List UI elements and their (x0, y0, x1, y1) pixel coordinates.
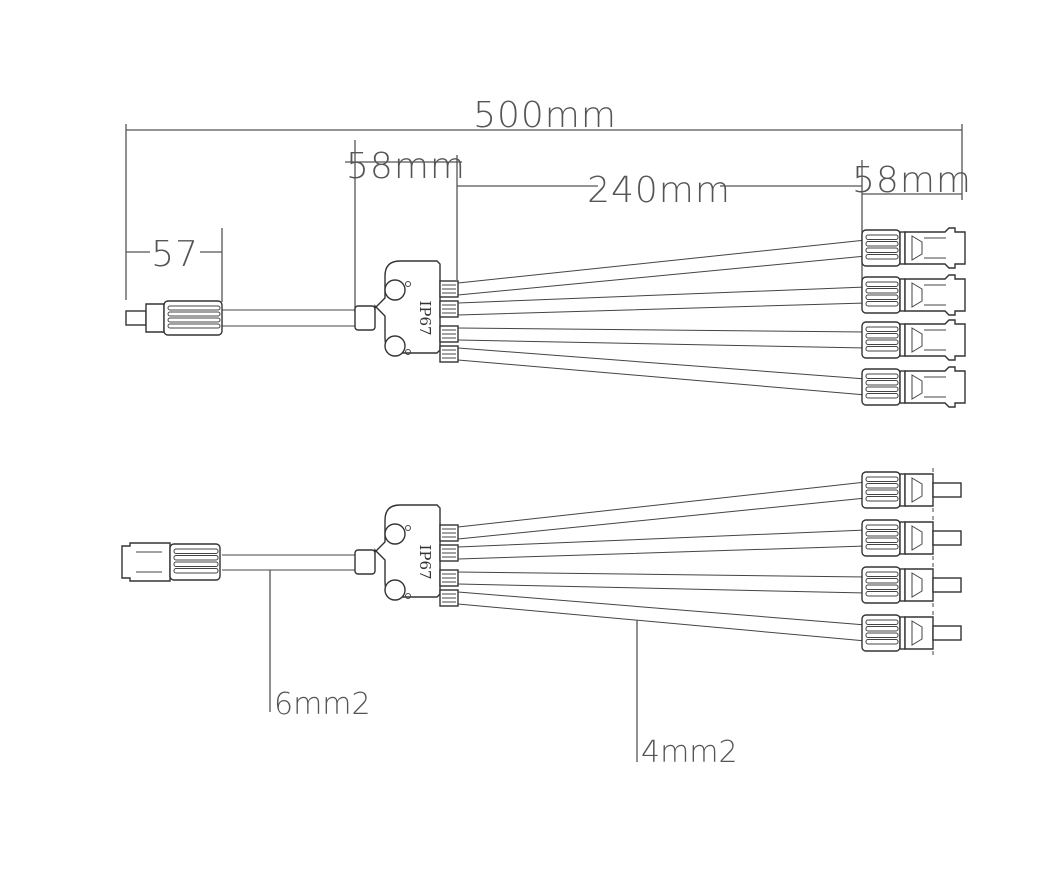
branch-hub-top: IP67 (354, 260, 459, 363)
hub-sleeve (354, 305, 376, 331)
branch-wire (457, 286, 867, 316)
label-main-cable: 6mm2 (274, 687, 371, 722)
branch-connector-male (861, 516, 962, 560)
main-cable-bottom (222, 554, 355, 571)
hub-sleeve (354, 549, 376, 575)
branch-connector-female (861, 366, 966, 408)
branch-wire (457, 591, 867, 642)
branch-wire (457, 571, 867, 594)
dimension-label-connector: 58mm (852, 160, 972, 201)
dimension-240mm: 240mm (457, 170, 862, 211)
dimension-58mm-hub: 58mm (345, 140, 466, 312)
branch-connector-female (861, 227, 966, 269)
leader-6mm2: 6mm2 (269, 570, 371, 722)
branch-connector-male (861, 611, 962, 655)
branch-wire (457, 239, 867, 296)
input-connector-bottom (121, 542, 221, 582)
branch-wire (457, 327, 867, 349)
main-cable-top (222, 309, 355, 327)
branch-hub-bottom: IP67 (354, 504, 459, 607)
mount-hole (384, 335, 406, 357)
dimension-label-hub: 58mm (346, 146, 466, 187)
branch-wire (457, 529, 867, 560)
dimension-label-total: 500mm (473, 95, 617, 136)
mount-hole (384, 279, 406, 301)
dimension-57: 57 (126, 228, 223, 302)
label-branch-cable: 4mm2 (641, 735, 738, 770)
branch-connector-female (861, 319, 966, 361)
leader-4mm2: 4mm2 (636, 620, 738, 770)
mount-hole (384, 523, 406, 545)
mount-hole (384, 579, 406, 601)
dimension-500mm: 500mm (125, 95, 963, 300)
dimension-label-branch: 240mm (587, 170, 731, 211)
branch-wire (457, 347, 867, 396)
branch-connector-female (861, 274, 966, 316)
hub-ip-rating-label: IP67 (416, 300, 434, 335)
branch-wire (457, 481, 867, 540)
dimension-label-input: 57 (151, 234, 199, 275)
input-connector-top (125, 300, 223, 336)
branch-connector-male (861, 563, 962, 607)
hub-ip-rating-label: IP67 (416, 544, 434, 579)
branch-connector-male (861, 468, 962, 512)
dimension-58mm-connector: 58mm (852, 160, 972, 300)
